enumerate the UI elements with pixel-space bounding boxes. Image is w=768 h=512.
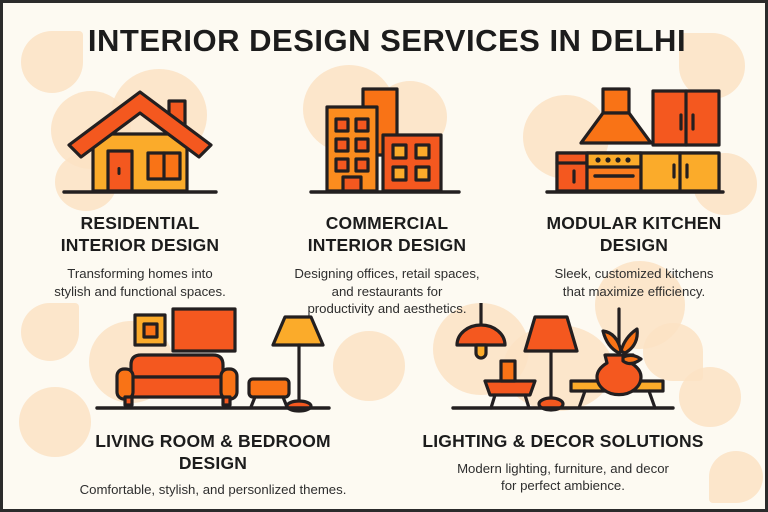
service-title: MODULAR KITCHEN DESIGN [546, 213, 722, 255]
service-description: Transforming homes into stylish and func… [54, 266, 226, 299]
service-description: Comfortable, stylish, and personlized th… [79, 482, 347, 498]
service-card-residential[interactable]: RESIDENTIAL INTERIOR DESIGN Transforming… [21, 77, 259, 318]
house-icon [56, 77, 224, 199]
service-description: Modern lighting, furniture, and decor fo… [457, 460, 669, 494]
service-card-lighting-decor[interactable]: LIGHTING & DECOR SOLUTIONS Modern lighti… [393, 303, 733, 499]
service-card-modular-kitchen[interactable]: MODULAR KITCHEN DESIGN Sleek, customized… [515, 77, 753, 318]
kitchen-cabinets-icon [541, 77, 727, 199]
service-card-living-room[interactable]: LIVING ROOM & BEDROOM DESIGN Comfortable… [43, 303, 383, 499]
service-title: RESIDENTIAL INTERIOR DESIGN [60, 213, 220, 255]
services-row-top: RESIDENTIAL INTERIOR DESIGN Transforming… [21, 77, 753, 318]
service-title: LIGHTING & DECOR SOLUTIONS [422, 431, 704, 451]
services-row-bottom: LIVING ROOM & BEDROOM DESIGN Comfortable… [43, 303, 733, 499]
service-title: LIVING ROOM & BEDROOM DESIGN [95, 431, 331, 473]
service-description: Designing offices, retail spaces, and re… [294, 266, 480, 317]
service-title: COMMERCIAL INTERIOR DESIGN [307, 213, 467, 255]
lamp-decor-icon [443, 303, 683, 421]
service-card-commercial[interactable]: COMMERCIAL INTERIOR DESIGN Designing off… [268, 77, 506, 318]
service-description: Sleek, customized kitchens that maximize… [554, 266, 714, 299]
page-title: INTERIOR DESIGN SERVICES IN DELHI [87, 23, 687, 58]
office-buildings-icon [307, 77, 467, 199]
sofa-living-room-icon [93, 303, 333, 421]
